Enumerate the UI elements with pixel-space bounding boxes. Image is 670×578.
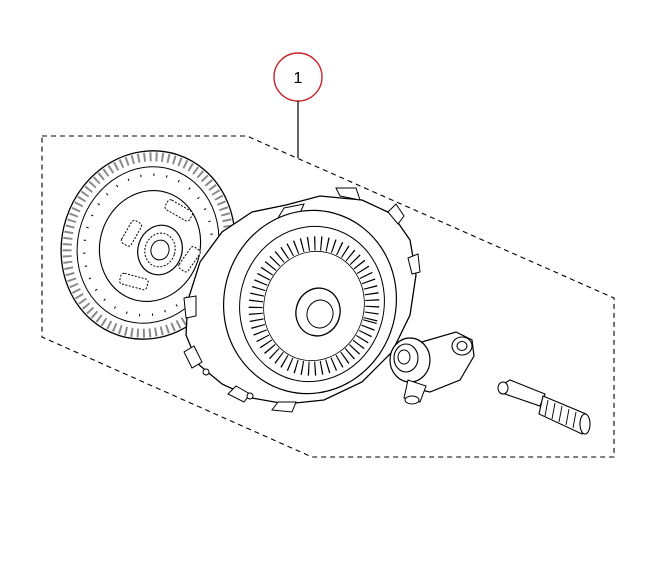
release-bearing xyxy=(389,331,475,405)
alignment-tool xyxy=(497,379,591,435)
pressure-plate xyxy=(183,187,421,413)
damper-springs xyxy=(119,199,201,291)
kit-boundary-dashed xyxy=(41,135,615,458)
callout-1[interactable]: 1 xyxy=(273,52,323,102)
callout-number: 1 xyxy=(294,70,303,87)
